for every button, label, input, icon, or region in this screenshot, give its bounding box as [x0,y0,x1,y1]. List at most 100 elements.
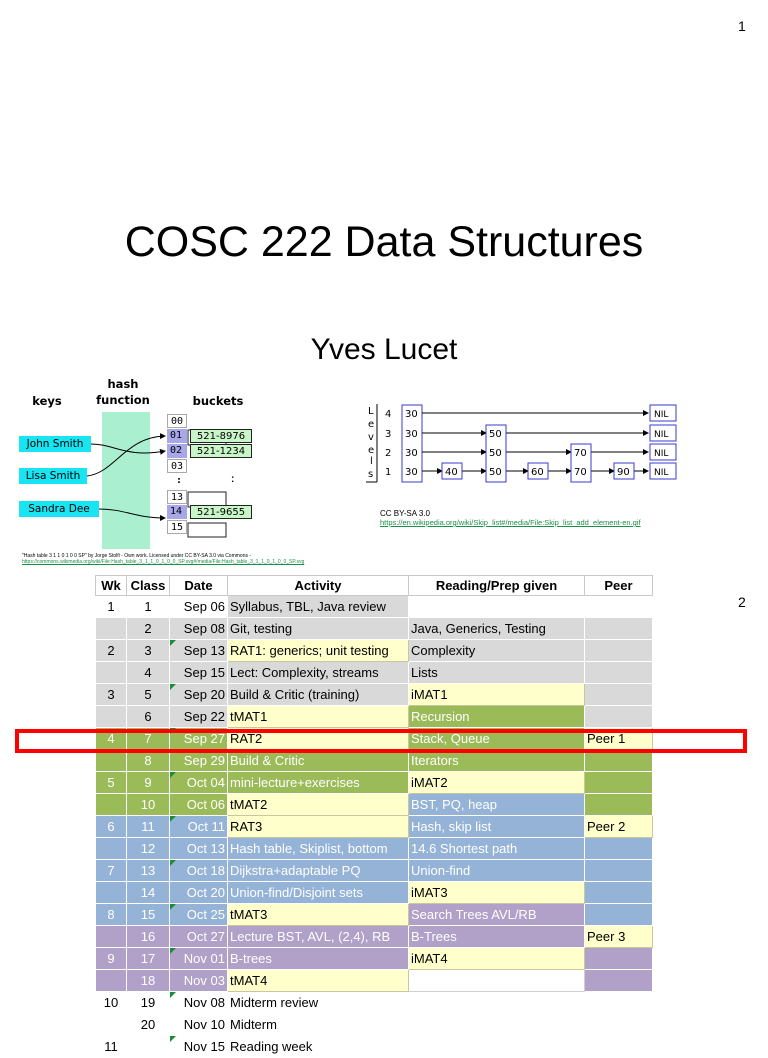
table-row: 6 11 Oct 11 RAT3 Hash, skip list Peer 2 [95,815,653,838]
key-sandra-dee: Sandra Dee [19,501,99,517]
cell-week: 7 [95,859,127,882]
cell-class: 8 [126,749,170,772]
node-value: 60 [531,467,544,478]
cell-peer [584,1035,653,1058]
bucket-row: 14 521-9655 [167,505,252,520]
table-row: 2 Sep 08 Git, testing Java, Generics, Te… [95,617,653,640]
cell-reading [408,1035,585,1058]
schedule-header-row: Wk Class Date Activity Reading/Prep give… [95,575,653,596]
hash-label: hash [107,377,139,391]
nil-label: NIL [654,468,668,478]
cell-activity: Build & Critic (training) [227,683,409,706]
cell-week: 5 [95,771,127,794]
nil-label: NIL [654,430,668,440]
bucket-row: 00 [167,414,245,429]
cell-peer [584,749,653,772]
cell-class: 1 [126,595,170,618]
cell-peer [584,639,653,662]
cell-reading: B-Trees [408,925,585,948]
cell-peer [584,793,653,816]
cell-reading: 14.6 Shortest path [408,837,585,860]
cell-week: 6 [95,815,127,838]
bucket-list: 00 01 521-8976 02 521-1234 03 : : 13 14 … [167,414,252,535]
node-value: 50 [489,467,502,478]
slide-number-1: 1 [738,18,746,34]
hash-figure-credit: "Hash table 3 1 1 0 1 0 0 SP" by Jorge S… [22,553,252,559]
table-row: 6 Sep 22 tMAT1 Recursion [95,705,653,728]
skiplist-source-link[interactable]: https://en.wikipedia.org/wiki/Skip_list#… [380,518,641,527]
nil-label: NIL [654,410,668,420]
slide-number-2: 2 [738,594,746,610]
cell-date: Sep 06 [169,595,228,618]
axis-letter: L [368,406,374,417]
axis-letter: e [368,445,374,456]
table-row: 2 3 Sep 13 RAT1: generics; unit testing … [95,639,653,662]
cell-activity: tMAT2 [227,793,409,816]
head-value: 30 [405,467,418,478]
cell-peer [584,683,653,706]
cell-week: 8 [95,903,127,926]
bucket-index: 02 [167,444,187,458]
cell-reading [408,1013,585,1036]
head-column [401,404,423,483]
cell-activity: Git, testing [227,617,409,640]
cell-reading [408,595,585,618]
cell-class: 20 [126,1013,170,1036]
cell-class: 10 [126,793,170,816]
cell-activity: Midterm review [227,991,409,1014]
cell-activity: Lect: Complexity, streams [227,661,409,684]
cell-class: 19 [126,991,170,1014]
cell-date: Oct 13 [169,837,228,860]
cell-peer [584,837,653,860]
cell-peer [584,595,653,618]
cell-reading: Stack, Queue [408,727,585,750]
cell-date: Nov 15 [169,1035,228,1058]
cell-class: 11 [126,815,170,838]
cell-reading: Recursion [408,705,585,728]
level-label: 1 [385,467,391,478]
cell-peer [584,771,653,794]
cell-class: 2 [126,617,170,640]
cell-week: 4 [95,727,127,750]
table-row: 10 Oct 06 tMAT2 BST, PQ, heap [95,793,653,816]
bucket-index: 03 [167,459,187,473]
cell-week [95,837,127,860]
cell-week: 9 [95,947,127,970]
cell-week: 3 [95,683,127,706]
axis-letter: e [368,419,374,430]
level-label: 3 [385,429,391,440]
cell-activity: Reading week [227,1035,409,1058]
hash-figure-credit-link[interactable]: https://commons.wikimedia.org/wiki/File:… [22,559,305,565]
cell-class: 17 [126,947,170,970]
cell-reading: iMAT1 [408,683,585,706]
bucket-row: : : [167,474,245,490]
cell-week [95,705,127,728]
axis-letter: s [368,469,373,480]
bucket-index: 15 [167,520,187,534]
cell-reading: Java, Generics, Testing [408,617,585,640]
header-week: Wk [95,575,127,596]
cell-date: Oct 06 [169,793,228,816]
bucket-row: 01 521-8976 [167,429,252,444]
cell-activity: tMAT1 [227,705,409,728]
nil-label: NIL [654,449,668,459]
cell-peer: Peer 3 [584,925,653,948]
cell-activity: Hash table, Skiplist, bottom [227,837,409,860]
cell-class: 18 [126,969,170,992]
cell-activity: Dijkstra+adaptable PQ [227,859,409,882]
cell-date: Oct 18 [169,859,228,882]
node-value: 70 [574,448,587,459]
table-row: 12 Oct 13 Hash table, Skiplist, bottom 1… [95,837,653,860]
cell-date: Sep 20 [169,683,228,706]
table-row: 3 5 Sep 20 Build & Critic (training) iMA… [95,683,653,706]
cell-class: 6 [126,705,170,728]
table-row: 7 13 Oct 18 Dijkstra+adaptable PQ Union-… [95,859,653,882]
bucket-value: 521-8976 [190,429,252,443]
bucket-row: 13 [167,490,245,505]
cell-class: 9 [126,771,170,794]
node-value: 50 [489,448,502,459]
node-value: 90 [617,467,630,478]
header-class: Class [126,575,170,596]
cell-activity: tMAT3 [227,903,409,926]
skiplist-figure: L e v e l s 4 3 2 1 30 30 30 30 [366,404,677,483]
